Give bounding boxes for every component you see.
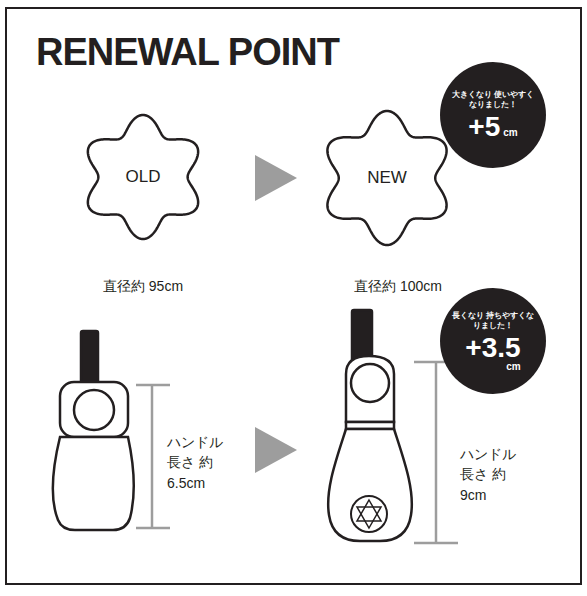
arrow-triangle xyxy=(255,427,297,473)
dimension-line xyxy=(136,385,170,528)
shape-label: OLD xyxy=(126,167,161,187)
badge-value: +3.5 xyxy=(465,334,520,362)
title: RENEWAL POINT xyxy=(36,32,339,74)
badge-circle: 大きくなり 使いやすくなりました！+5cm xyxy=(440,62,546,168)
flower-shape: NEW xyxy=(317,108,457,248)
dimension-text: ハンドル 長さ 約 9cm xyxy=(460,444,524,505)
new-handle xyxy=(328,310,412,541)
dimension-text: 直径約 95cm xyxy=(103,276,183,296)
dimension-text: ハンドル 長さ 約 6.5cm xyxy=(167,432,231,493)
flower-path xyxy=(88,115,198,239)
badge-value: +5 xyxy=(468,113,500,141)
badge-value-row: +3.5cm xyxy=(465,334,520,372)
flower-shape: OLD xyxy=(78,112,208,242)
old-handle xyxy=(53,331,134,530)
badge-value-row: +5cm xyxy=(468,113,517,141)
badge-unit: cm xyxy=(506,362,520,372)
badge-note: 長くなり 持ちやすくなりました！ xyxy=(451,311,535,332)
shape-label: NEW xyxy=(367,168,407,188)
flower-path xyxy=(327,111,446,245)
badge-circle: 長くなり 持ちやすくなりました！+3.5cm xyxy=(440,288,546,394)
dimension-line xyxy=(414,362,458,543)
frame xyxy=(6,8,581,584)
badge-note: 大きくなり 使いやすくなりました！ xyxy=(451,90,535,111)
badge-unit: cm xyxy=(503,128,517,138)
arrow-triangle xyxy=(255,155,297,201)
dimension-text: 直径約 100cm xyxy=(354,276,442,296)
